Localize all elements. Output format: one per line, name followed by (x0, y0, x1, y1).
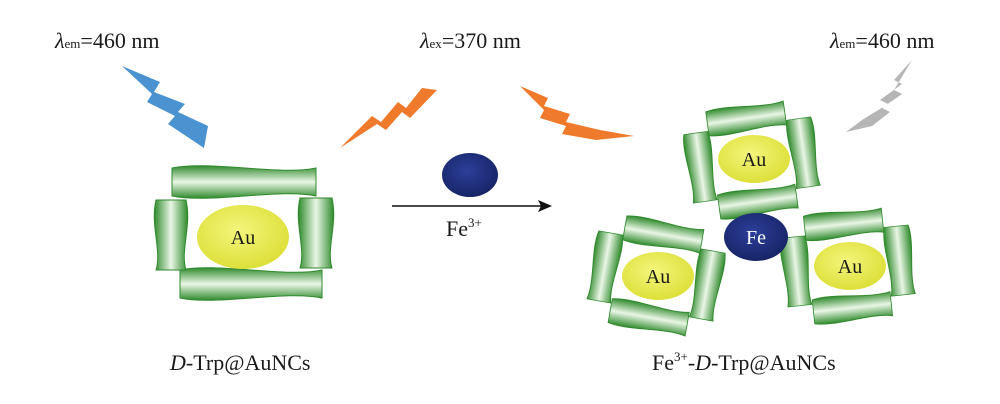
gold-core-label: Au (231, 227, 255, 249)
iron-ion-reagent (442, 153, 498, 197)
gold-core-left (197, 205, 289, 269)
gold-core-bottom-left (622, 252, 694, 300)
gold-core-bottom-right (814, 242, 886, 290)
iron-core-label: Fe (746, 227, 766, 249)
caption-left: D-Trp@AuNCs (169, 350, 310, 375)
left-nanocluster: Au (153, 165, 335, 301)
gold-core-bottom-right-label: Au (838, 256, 862, 278)
iron-core (724, 213, 788, 261)
orange-lightning-right-icon (520, 86, 634, 140)
reagent-label: Fe3+ (446, 215, 482, 241)
emission-label-right: λem=460 nm (829, 28, 934, 53)
arrow-head-icon (538, 200, 552, 212)
blue-lightning-icon (122, 66, 208, 148)
emission-label-left: λem=460 nm (54, 28, 159, 53)
gold-core-top-label: Au (742, 149, 766, 171)
gray-lightning-icon (846, 60, 912, 132)
gold-core-top (718, 135, 790, 183)
excitation-label: λex=370 nm (419, 28, 521, 53)
gold-core-bottom-left-label: Au (646, 266, 670, 288)
right-nanocluster-aggregate: Au Au Au Fe (582, 96, 919, 342)
caption-right: Fe3+-D-Trp@AuNCs (652, 349, 836, 375)
orange-lightning-left-icon (340, 88, 437, 148)
